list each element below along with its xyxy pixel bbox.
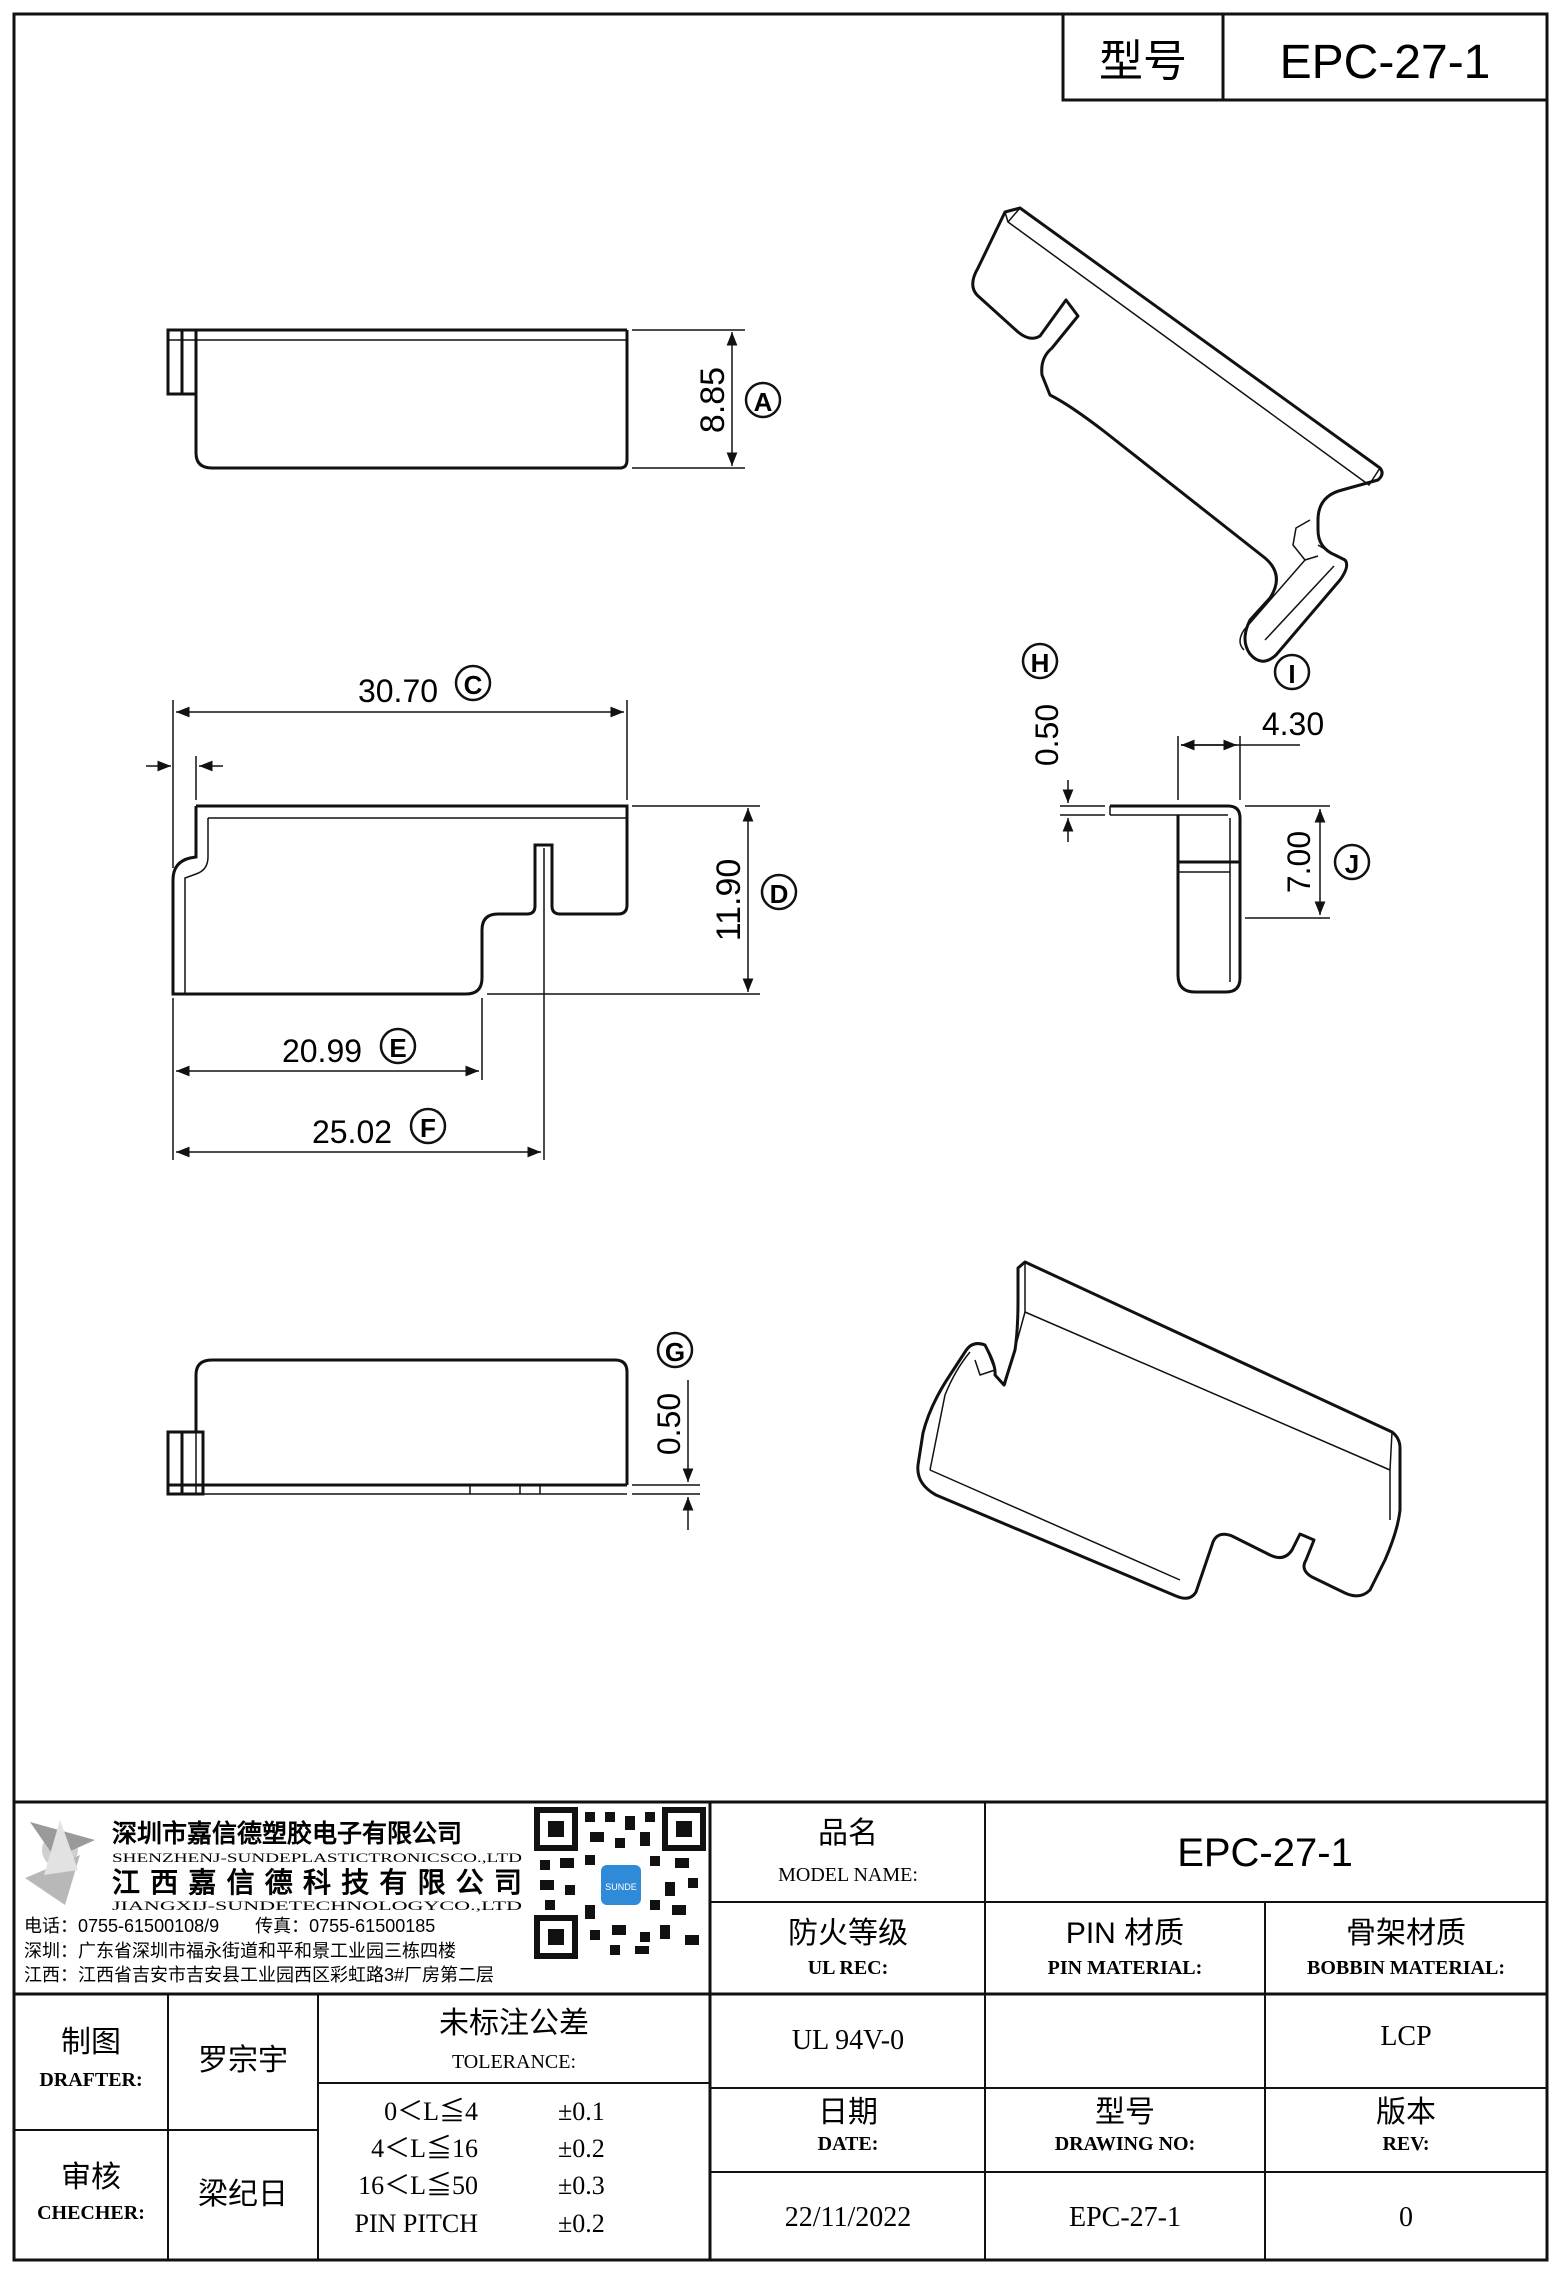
- tb-drawing-no-cn: 型号: [1095, 2096, 1155, 2129]
- iso-tag-i: I: [1273, 653, 1311, 691]
- tb-model-name-cn: 品名: [818, 1817, 878, 1850]
- tb-ul-cn: 防火等级: [788, 1917, 908, 1950]
- dim-e-tag: E: [379, 1027, 417, 1065]
- svg-text:D: D: [770, 879, 789, 909]
- svg-text:H: H: [1031, 648, 1050, 678]
- tb-rev-value: 0: [1399, 2202, 1413, 2233]
- side-view: [1060, 736, 1330, 994]
- dim-j-tag: J: [1333, 843, 1371, 881]
- dim-g-tag: G: [656, 1331, 694, 1369]
- dim-g-value: 0.50: [651, 1393, 687, 1455]
- company-name-en-2: JIANGXIJ-SUNDETECHNOLOGYCO.,LTD: [112, 1898, 522, 1913]
- tolerance-value: ±0.2: [558, 2134, 605, 2163]
- tolerance-range: 0＜L≦4: [384, 2097, 478, 2126]
- svg-text:SUNDE: SUNDE: [605, 1882, 637, 1892]
- tb-tolerance-cn: 未标注公差: [439, 2007, 589, 2040]
- bottom-view: [166, 1358, 700, 1530]
- front-view: [146, 700, 760, 1160]
- company-name-en-1: SHENZHENJ-SUNDEPLASTICTRONICSCO.,LTD: [112, 1850, 522, 1865]
- iso-view-bottom: [916, 1260, 1402, 1600]
- tb-ul-value: UL 94V-0: [792, 2025, 904, 2056]
- tb-model-name-value: EPC-27-1: [1177, 1831, 1353, 1875]
- svg-text:F: F: [420, 1113, 436, 1143]
- tolerance-range: PIN PITCH: [354, 2209, 478, 2238]
- tb-pin-cn: PIN 材质: [1066, 1917, 1184, 1950]
- company-phone: 电话：0755-61500108/9 传真：0755-61500185: [24, 1916, 435, 1936]
- company-address-sz: 深圳：广东省深圳市福永街道和平和景工业园三栋四楼: [24, 1941, 456, 1961]
- tb-date-en: DATE:: [818, 2133, 879, 2155]
- tb-drafter-cn: 制图: [61, 2026, 121, 2059]
- tb-rev-en: REV:: [1382, 2133, 1429, 2155]
- svg-text:E: E: [389, 1033, 406, 1063]
- dim-f-tag: F: [409, 1107, 447, 1145]
- dim-j-value: 7.00: [1281, 831, 1317, 893]
- dim-c-value: 30.70: [358, 673, 438, 709]
- dim-a-tag: A: [744, 381, 782, 419]
- tb-drafter-en: DRAFTER:: [39, 2069, 142, 2091]
- company-name-cn-2: 江西嘉信德科技有限公司: [112, 1867, 522, 1898]
- dim-d-tag: D: [760, 873, 798, 911]
- dim-f-value: 25.02: [312, 1114, 392, 1150]
- tb-drawing-no-value: EPC-27-1: [1069, 2202, 1181, 2233]
- dim-d-value: 11.90: [710, 859, 748, 942]
- header-model-value: EPC-27-1: [1280, 36, 1491, 89]
- top-view: [166, 328, 745, 470]
- tb-checker-en: CHECHER:: [37, 2202, 145, 2224]
- tb-bobbin-en: BOBBIN MATERIAL:: [1307, 1957, 1505, 1979]
- svg-text:C: C: [464, 670, 483, 700]
- tolerance-range: 4＜L≦16: [371, 2134, 478, 2163]
- tb-checker-cn: 审核: [61, 2161, 121, 2194]
- tb-drawing-no-en: DRAWING NO:: [1055, 2133, 1196, 2155]
- company-name-cn-1: 深圳市嘉信德塑胶电子有限公司: [112, 1819, 462, 1848]
- company-logo: [25, 1820, 95, 1905]
- tb-model-name-en: MODEL NAME:: [778, 1864, 918, 1886]
- tb-rev-cn: 版本: [1376, 2096, 1436, 2129]
- dim-c-tag: C: [454, 664, 492, 702]
- title-block-grid: [14, 1800, 1547, 2260]
- tb-tolerance-en: TOLERANCE:: [452, 2051, 576, 2073]
- dim-e-value: 20.99: [282, 1033, 362, 1069]
- iso-view-top: [971, 206, 1384, 663]
- header-model-label: 型号: [1099, 37, 1187, 86]
- tb-bobbin-cn: 骨架材质: [1346, 1917, 1466, 1950]
- tb-drafter-value: 罗宗宇: [198, 2044, 288, 2077]
- tb-ul-en: UL REC:: [808, 1957, 889, 1979]
- tb-pin-en: PIN MATERIAL:: [1048, 1957, 1203, 1979]
- tolerance-value: ±0.3: [558, 2171, 605, 2200]
- sheet-border: [12, 12, 1549, 2262]
- dim-w-value: 4.30: [1262, 706, 1324, 742]
- svg-text:J: J: [1345, 849, 1359, 879]
- tb-bobbin-value: LCP: [1380, 2021, 1431, 2052]
- svg-text:A: A: [754, 387, 773, 417]
- tb-date-value: 22/11/2022: [785, 2202, 912, 2233]
- tolerance-value: ±0.2: [558, 2209, 605, 2238]
- tb-date-cn: 日期: [818, 2096, 878, 2129]
- svg-text:I: I: [1288, 659, 1295, 689]
- svg-text:G: G: [665, 1337, 685, 1367]
- tb-checker-value: 梁纪日: [198, 2178, 288, 2211]
- tolerance-value: ±0.1: [558, 2097, 605, 2126]
- tolerance-table: 0＜L≦4 ±0.1 4＜L≦16 ±0.2 16＜L≦50 ±0.3 PIN …: [354, 2097, 604, 2238]
- tolerance-range: 16＜L≦50: [358, 2171, 478, 2200]
- dim-h-tag: H: [1021, 642, 1059, 680]
- company-address-jx: 江西：江西省吉安市吉安县工业园西区彩虹路3#厂房第二层: [24, 1965, 494, 1985]
- dim-h-value: 0.50: [1029, 704, 1065, 766]
- header-model-box: 型号 EPC-27-1: [1061, 12, 1549, 102]
- dim-a-value: 8.85: [694, 367, 732, 433]
- qr-code: SUNDE: [534, 1807, 706, 1959]
